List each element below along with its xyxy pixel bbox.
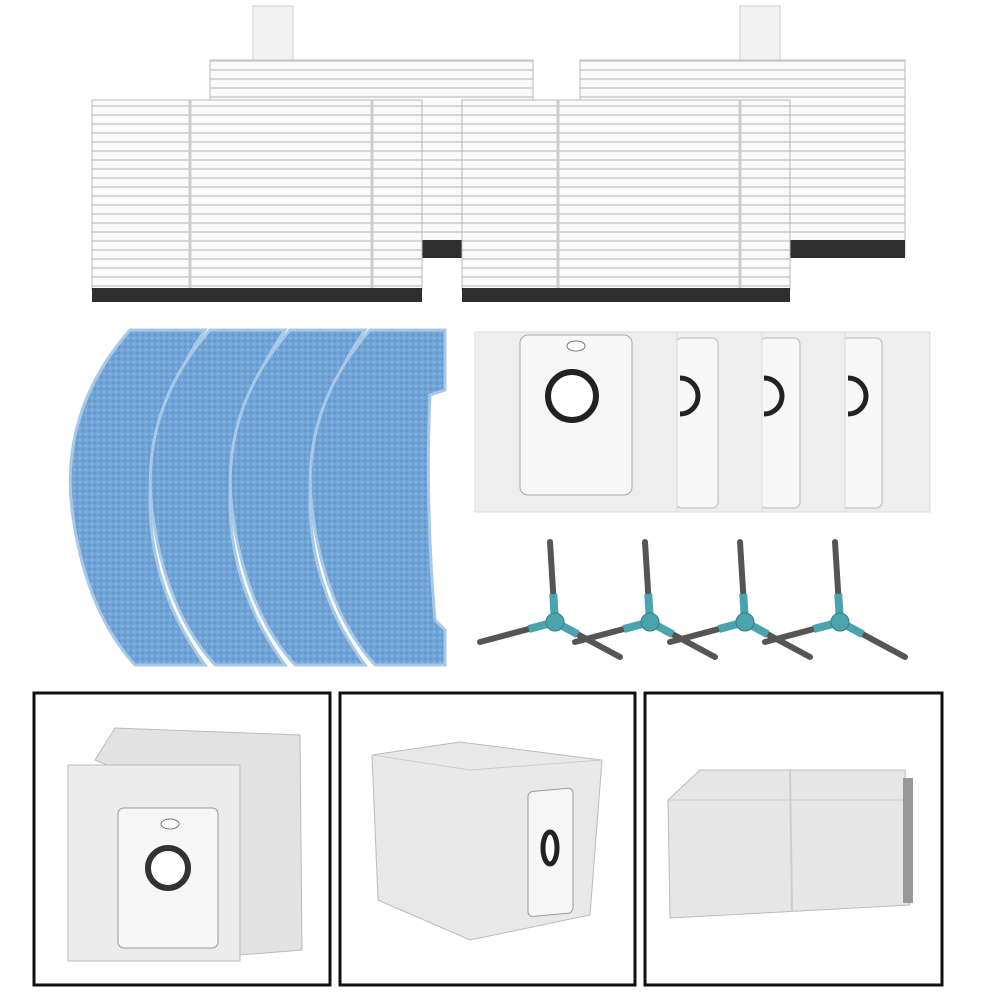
side-brush (477, 539, 623, 660)
filter-front-left (91, 99, 423, 302)
mop-pad (308, 328, 447, 667)
bag-view-panel (338, 691, 637, 987)
filter-front-right (461, 99, 791, 302)
side-brush (572, 539, 718, 660)
side-brush-group (477, 539, 908, 660)
dust-bag (754, 331, 846, 513)
mop-pad-group (68, 328, 447, 667)
bag-view-panel (643, 691, 944, 987)
dust-bag (474, 331, 678, 513)
bag-view-panel (32, 691, 332, 987)
dust-bag (671, 331, 763, 513)
filter-group (91, 5, 906, 302)
side-brush (762, 539, 908, 660)
dust-bag (837, 331, 931, 513)
dust-bag-group (474, 331, 931, 513)
side-brush (667, 539, 813, 660)
